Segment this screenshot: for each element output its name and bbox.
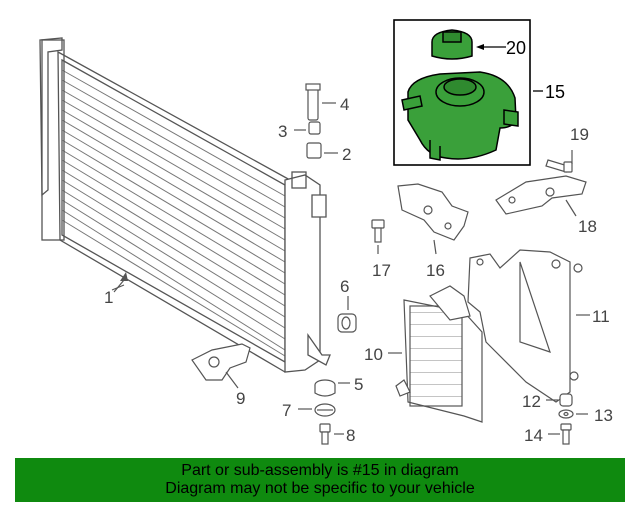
bushing-6 bbox=[337, 313, 357, 333]
label-10: 10 bbox=[364, 345, 383, 364]
label-4: 4 bbox=[340, 95, 349, 114]
radiator bbox=[39, 37, 331, 373]
label-9: 9 bbox=[236, 389, 245, 408]
grommet-12 bbox=[559, 393, 573, 407]
info-banner: Part or sub-assembly is #15 in diagram D… bbox=[15, 458, 625, 502]
label-15: 15 bbox=[545, 82, 565, 102]
parts-diagram: 1 4 3 2 20 15 19 bbox=[39, 19, 613, 445]
label-12: 12 bbox=[522, 392, 541, 411]
label-11: 11 bbox=[592, 307, 610, 326]
label-13: 13 bbox=[594, 406, 613, 425]
label-14: 14 bbox=[524, 426, 543, 445]
arrow-1 bbox=[120, 272, 128, 281]
bolt-14 bbox=[560, 423, 572, 445]
label-7: 7 bbox=[282, 401, 291, 420]
banner-line-1: Part or sub-assembly is #15 in diagram bbox=[181, 462, 459, 479]
aux-radiator-10 bbox=[395, 285, 483, 423]
cap-20 bbox=[431, 29, 473, 60]
label-3: 3 bbox=[278, 122, 287, 141]
damper-7 bbox=[314, 403, 336, 417]
bolt-17 bbox=[371, 219, 385, 243]
label-6: 6 bbox=[340, 277, 349, 296]
bracket-9 bbox=[191, 343, 251, 381]
label-1: 1 bbox=[104, 288, 113, 307]
part-4-clip bbox=[305, 83, 321, 121]
banner-line-2: Diagram may not be specific to your vehi… bbox=[165, 480, 475, 497]
label-17: 17 bbox=[372, 261, 391, 280]
label-19: 19 bbox=[570, 125, 589, 144]
bolt-8 bbox=[319, 423, 331, 445]
expansion-tank bbox=[401, 71, 519, 161]
label-16: 16 bbox=[426, 261, 445, 280]
label-2: 2 bbox=[342, 145, 351, 164]
bracket-18 bbox=[495, 175, 587, 215]
label-8: 8 bbox=[346, 426, 355, 445]
label-5: 5 bbox=[354, 375, 363, 394]
part-2-bushing bbox=[306, 142, 322, 159]
mount-5 bbox=[314, 379, 336, 397]
part-3-grommet bbox=[308, 121, 321, 135]
washer-13 bbox=[558, 409, 574, 419]
bolt-19 bbox=[545, 159, 573, 173]
bracket-11 bbox=[467, 249, 583, 403]
label-20: 20 bbox=[506, 38, 526, 58]
label-18: 18 bbox=[578, 217, 597, 236]
bracket-16 bbox=[397, 183, 469, 241]
